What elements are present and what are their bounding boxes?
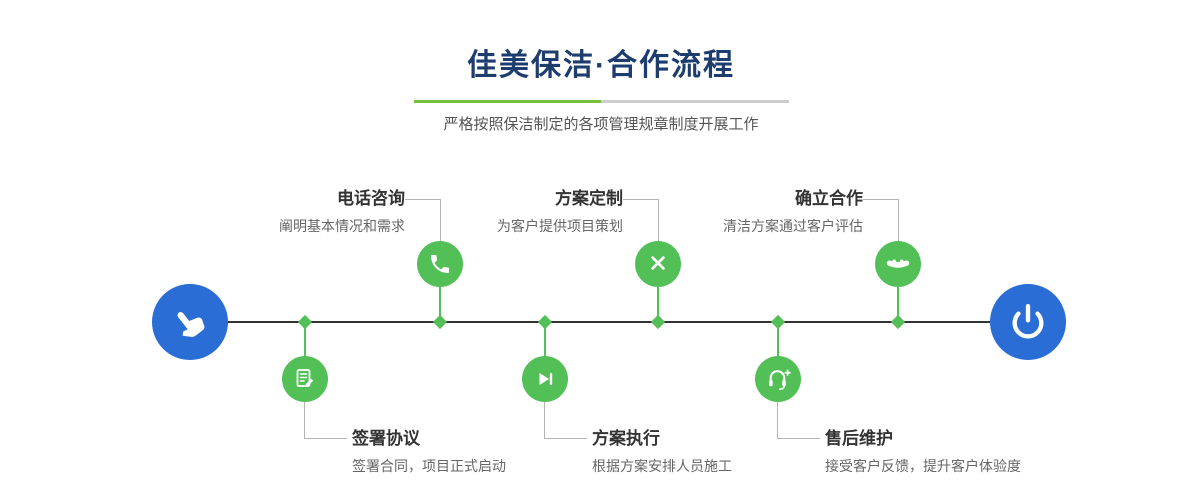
timeline-node-diamond bbox=[297, 314, 313, 330]
page-title: 佳美保洁·合作流程 bbox=[467, 49, 735, 82]
step-label-cooperate: 确立合作 清洁方案通过客户评估 bbox=[723, 188, 863, 235]
step-title: 电话咨询 bbox=[337, 189, 405, 208]
step-desc: 清洁方案通过客户评估 bbox=[723, 218, 863, 235]
step-label-design: 方案定制 为客户提供项目策划 bbox=[497, 188, 623, 235]
step-desc: 根据方案安排人员施工 bbox=[592, 458, 732, 475]
step-connector bbox=[777, 327, 779, 356]
timeline-node-diamond bbox=[890, 314, 906, 330]
divider-green-segment bbox=[413, 100, 601, 103]
label-connector bbox=[544, 402, 587, 439]
step-desc: 阐明基本情况和需求 bbox=[279, 218, 405, 235]
timeline-node-diamond bbox=[650, 314, 666, 330]
divider-gray-segment bbox=[601, 100, 789, 103]
step-desc: 接受客户反馈，提升客户体验度 bbox=[825, 458, 1021, 475]
phone-icon bbox=[428, 252, 452, 276]
timeline-line bbox=[190, 321, 1028, 323]
step-circle-aftersale bbox=[755, 356, 801, 402]
label-connector bbox=[863, 199, 899, 243]
step-circle-cooperate bbox=[875, 241, 921, 287]
step-desc: 为客户提供项目策划 bbox=[497, 218, 623, 235]
headset-plus-icon bbox=[766, 367, 791, 392]
step-label-execute: 方案执行 根据方案安排人员施工 bbox=[592, 428, 732, 475]
step-title: 售后维护 bbox=[825, 429, 893, 448]
step-connector bbox=[657, 287, 659, 317]
pencil-tools-icon bbox=[646, 252, 670, 276]
play-next-icon bbox=[533, 367, 557, 391]
contract-icon bbox=[293, 367, 317, 391]
step-title: 方案定制 bbox=[555, 189, 623, 208]
step-connector bbox=[439, 287, 441, 317]
timeline-node-diamond bbox=[432, 314, 448, 330]
label-connector bbox=[405, 199, 441, 243]
step-connector bbox=[897, 287, 899, 317]
step-title: 方案执行 bbox=[592, 429, 660, 448]
timeline-end-node bbox=[990, 284, 1066, 360]
handshake-icon bbox=[885, 251, 911, 277]
step-label-phone: 电话咨询 阐明基本情况和需求 bbox=[279, 188, 405, 235]
step-circle-phone bbox=[417, 241, 463, 287]
timeline-node-diamond bbox=[770, 314, 786, 330]
timeline-start-node bbox=[152, 284, 228, 360]
page-subtitle: 严格按照保洁制定的各项管理规章制度开展工作 bbox=[443, 116, 759, 133]
power-icon bbox=[1008, 302, 1048, 342]
step-desc: 签署合同，项目正式启动 bbox=[352, 458, 506, 475]
step-circle-execute bbox=[522, 356, 568, 402]
section-header: 佳美保洁·合作流程 严格按照保洁制定的各项管理规章制度开展工作 bbox=[0, 0, 1202, 134]
step-label-aftersale: 售后维护 接受客户反馈，提升客户体验度 bbox=[825, 428, 1021, 475]
hand-pointer-icon bbox=[163, 295, 216, 348]
step-title: 确立合作 bbox=[795, 189, 863, 208]
title-divider bbox=[413, 100, 789, 103]
timeline-node-diamond bbox=[537, 314, 553, 330]
label-connector bbox=[623, 199, 659, 243]
step-label-sign: 签署协议 签署合同，项目正式启动 bbox=[352, 428, 506, 475]
step-title: 签署协议 bbox=[352, 429, 420, 448]
label-connector bbox=[304, 402, 347, 439]
step-connector bbox=[304, 327, 306, 356]
step-circle-sign bbox=[282, 356, 328, 402]
label-connector bbox=[777, 402, 820, 439]
step-connector bbox=[544, 327, 546, 356]
step-circle-design bbox=[635, 241, 681, 287]
